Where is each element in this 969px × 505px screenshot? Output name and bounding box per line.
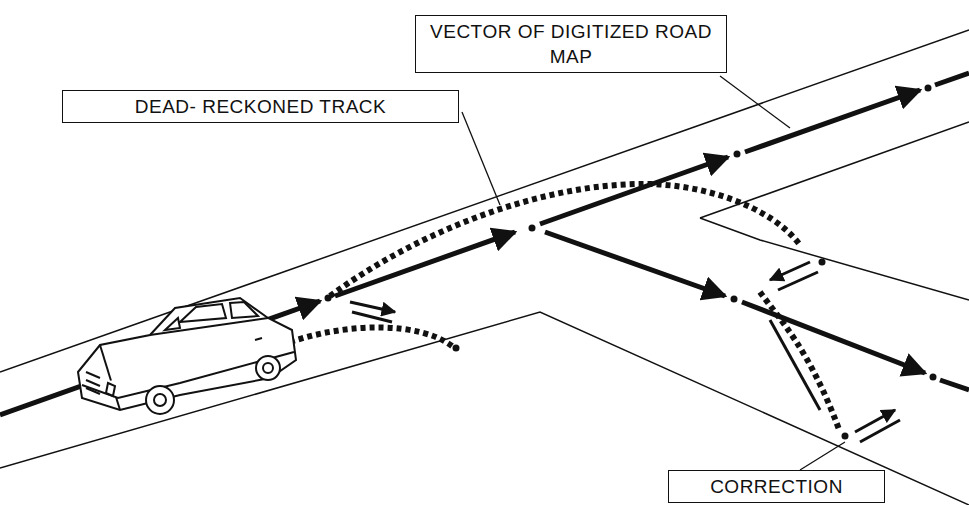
dead-reckoned-track [290, 184, 840, 432]
label-box: DEAD- RECKONED TRACK [62, 90, 459, 123]
leader-lines [462, 76, 845, 470]
track-ends [453, 259, 849, 440]
label-box: CORRECTION [668, 470, 885, 503]
label-text: DEAD- RECKONED TRACK [71, 94, 450, 119]
correction-arrows [350, 262, 900, 442]
road-edges [0, 30, 969, 505]
label-box: VECTOR OF DIGITIZED ROAD MAP [415, 15, 727, 73]
vector-nodes [325, 85, 937, 381]
label-text: CORRECTION [677, 474, 876, 499]
car [78, 298, 296, 414]
label-text: VECTOR OF DIGITIZED ROAD MAP [424, 19, 718, 69]
map-vectors [0, 73, 969, 415]
